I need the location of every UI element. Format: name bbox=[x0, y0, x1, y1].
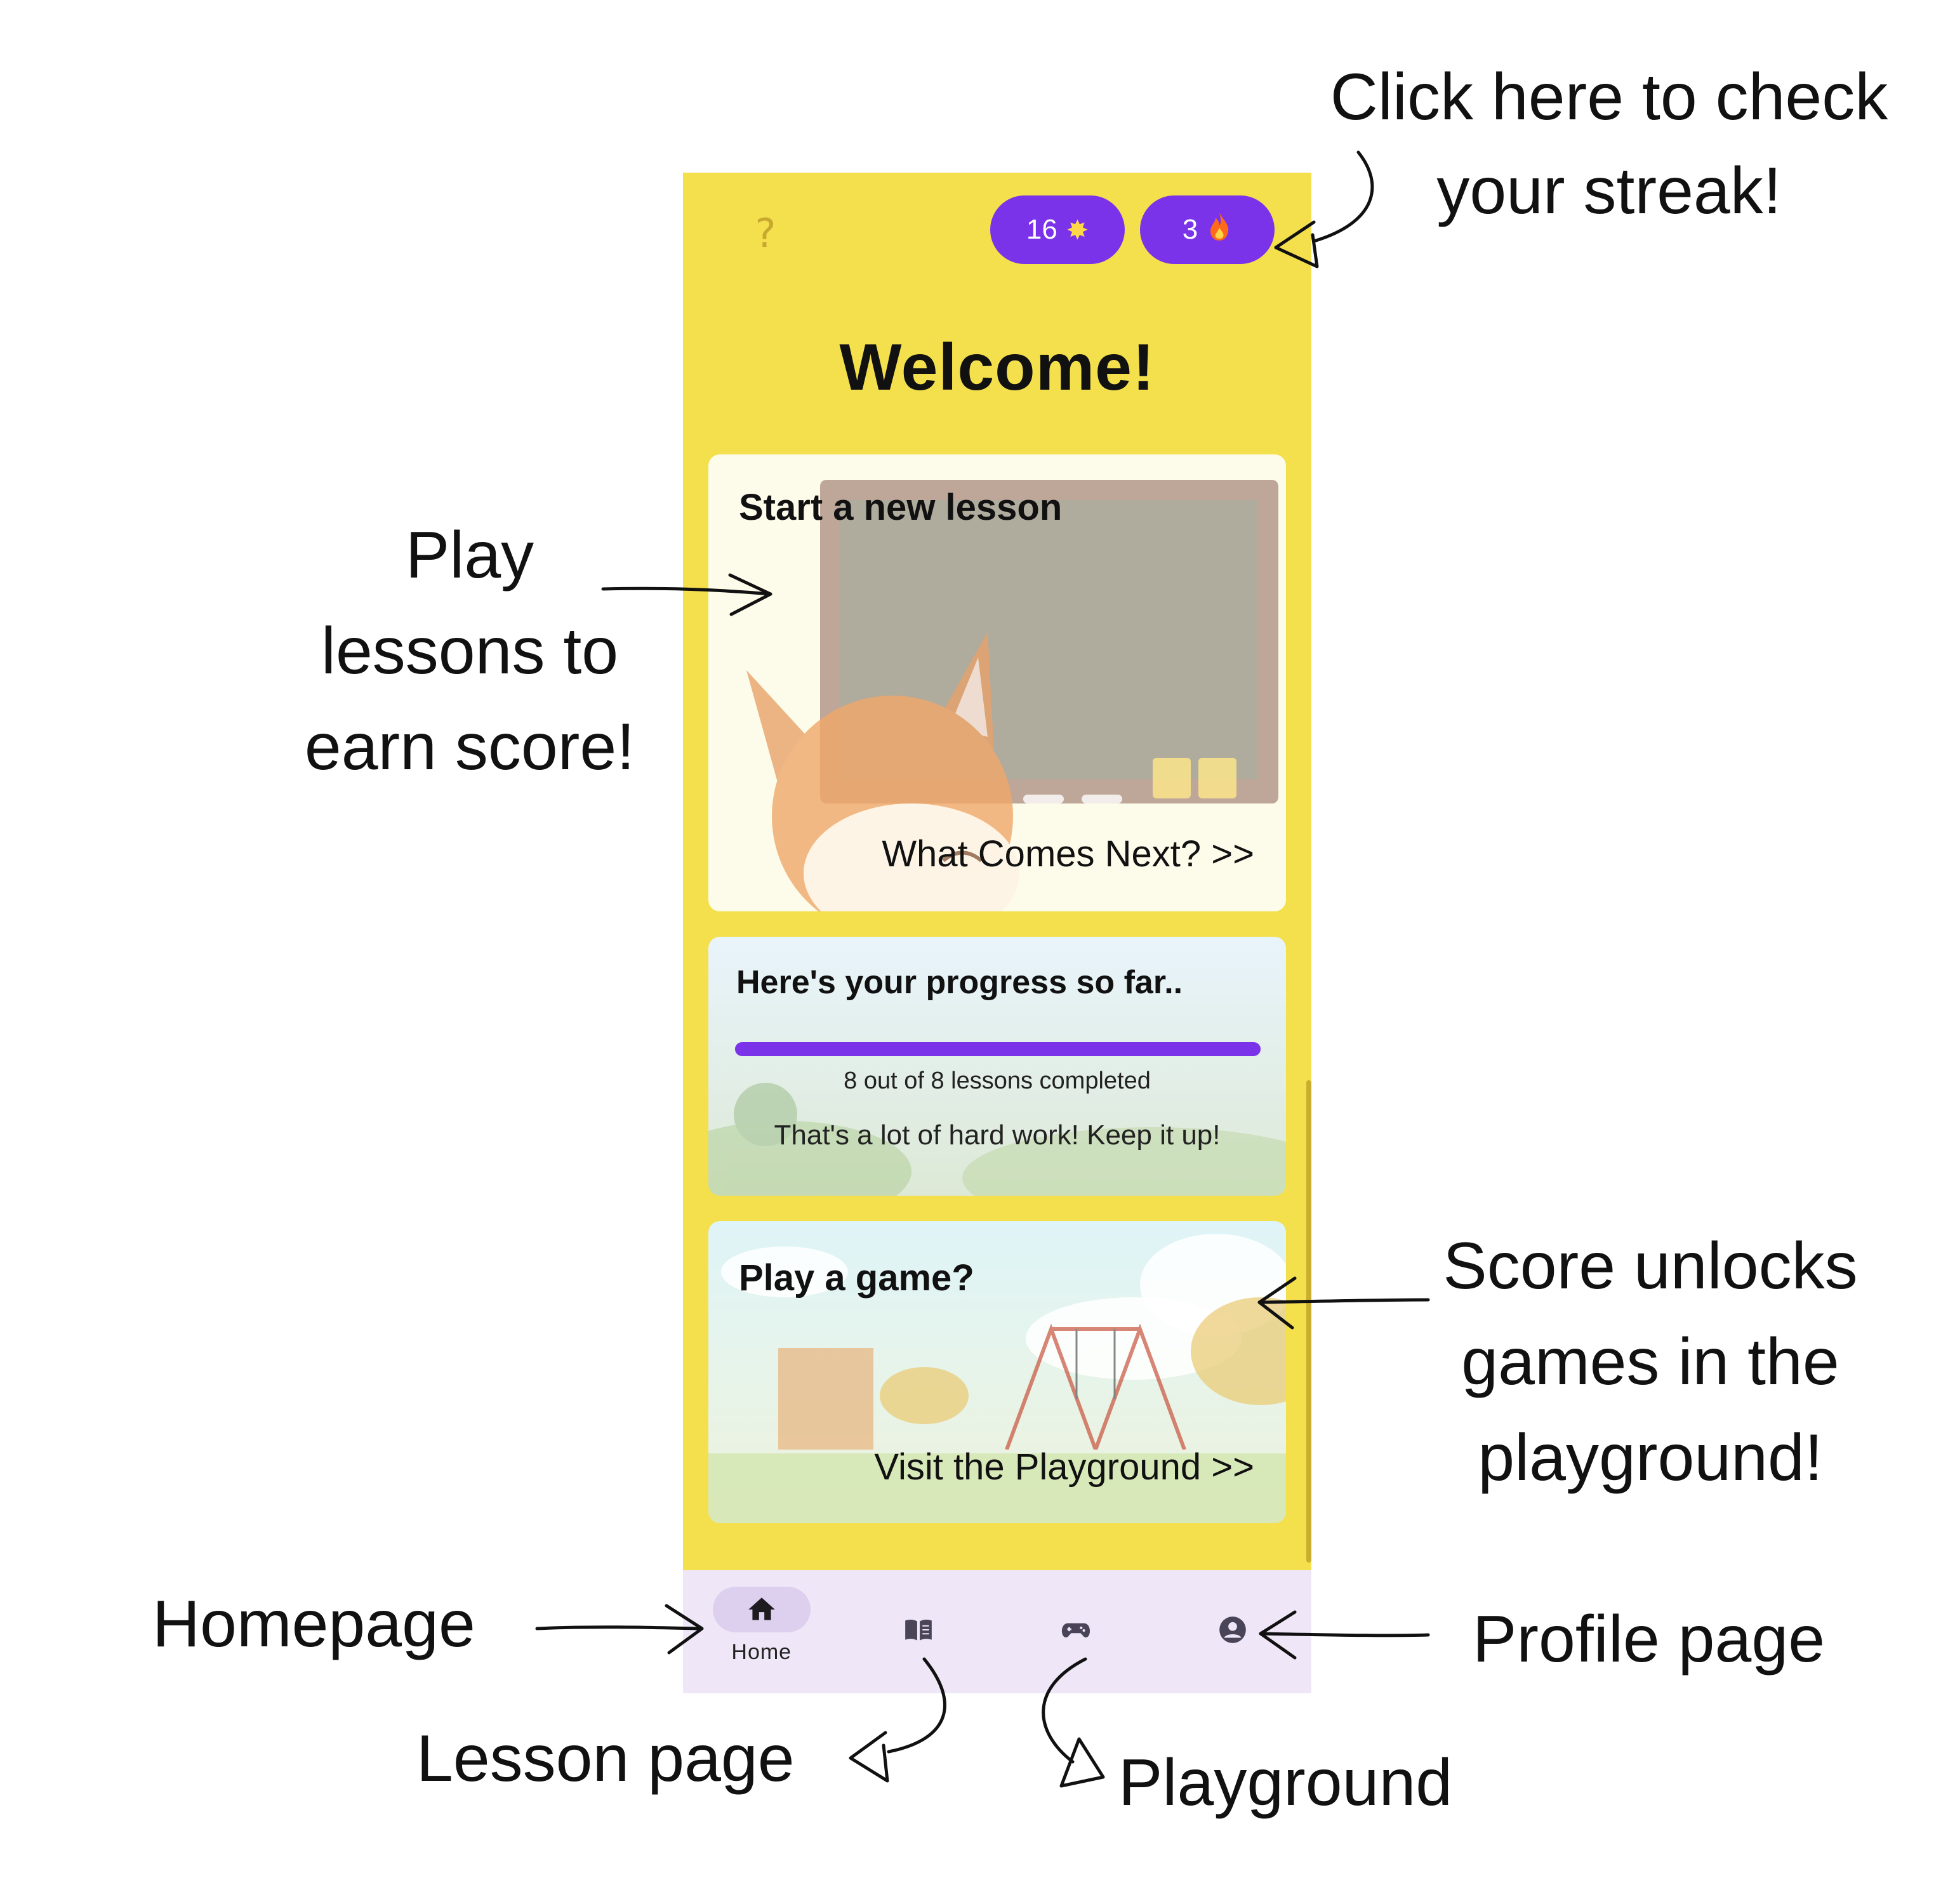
progress-bar bbox=[735, 1042, 1261, 1056]
page-title: Welcome! bbox=[839, 331, 1155, 404]
tree bbox=[880, 1367, 969, 1424]
fox-illustration bbox=[746, 632, 1019, 911]
progress-message: That's a lot of hard work! Keep it up! bbox=[774, 1120, 1221, 1151]
arrowhead-lesson-page bbox=[849, 1731, 889, 1783]
progress-bar-fill bbox=[735, 1042, 1261, 1056]
book-icon bbox=[905, 1619, 932, 1641]
annotation-score-line: playground! bbox=[1478, 1420, 1823, 1495]
annotation-score: Score unlocks games in the playground! bbox=[1403, 1219, 1898, 1505]
bottom-navigation: Home bbox=[683, 1570, 1311, 1693]
game-card-link[interactable]: Visit the Playground >> bbox=[874, 1446, 1254, 1488]
cloud bbox=[721, 1246, 848, 1297]
star-icon: ✸ bbox=[1066, 214, 1089, 246]
progress-count: 8 out of 8 lessons completed bbox=[844, 1068, 1151, 1094]
annotation-profile-page: Profile page bbox=[1473, 1603, 1826, 1676]
progress-card: Here's your progress so far.. 8 out of 8… bbox=[708, 937, 1286, 1196]
annotation-score-line: Score unlocks bbox=[1443, 1229, 1858, 1303]
annotation-homepage: Homepage bbox=[152, 1587, 475, 1661]
lesson-card-title: Start a new lesson bbox=[739, 487, 1063, 528]
annotation-lessons-line: lessons to bbox=[321, 614, 619, 688]
score-value: 16 bbox=[1026, 214, 1057, 245]
annotation-streak-line: Click here to check bbox=[1330, 60, 1888, 134]
nav-home[interactable]: Home bbox=[683, 1570, 840, 1693]
nav-profile-indicator bbox=[1184, 1607, 1282, 1653]
scrollbar[interactable] bbox=[1306, 1080, 1311, 1563]
new-lesson-card[interactable]: Start a new lesson What Comes Next? >> bbox=[708, 454, 1286, 911]
nav-home-indicator bbox=[712, 1587, 811, 1632]
play-game-card[interactable]: Play a game? Visit the Playground >> bbox=[708, 1221, 1286, 1523]
lesson-card-link[interactable]: What Comes Next? >> bbox=[882, 833, 1254, 875]
nav-lessons[interactable] bbox=[840, 1570, 998, 1693]
chalk-piece bbox=[1082, 795, 1122, 803]
nav-lessons-indicator bbox=[870, 1607, 967, 1653]
arrowhead-playground bbox=[1059, 1737, 1105, 1788]
streak-value: 3 bbox=[1182, 214, 1198, 245]
arrow-homepage bbox=[535, 1625, 701, 1630]
annotation-lessons-line: earn score! bbox=[304, 710, 635, 784]
annotation-lessons: Play lessons to earn score! bbox=[267, 508, 673, 795]
score-button[interactable]: 16 ✸ bbox=[990, 195, 1125, 264]
profile-icon bbox=[1219, 1616, 1247, 1643]
annotation-streak-line: your streak! bbox=[1436, 154, 1782, 228]
annotation-lesson-page: Lesson page bbox=[416, 1722, 795, 1795]
fire-icon bbox=[1207, 211, 1232, 248]
gamepad-icon bbox=[1061, 1623, 1090, 1637]
ground bbox=[708, 1453, 1286, 1523]
annotation-playground: Playground bbox=[1118, 1746, 1453, 1820]
swing-set-illustration bbox=[1005, 1323, 1186, 1450]
nav-profile[interactable] bbox=[1155, 1570, 1312, 1693]
eraser bbox=[1153, 758, 1191, 798]
annotation-lessons-line: Play bbox=[405, 519, 534, 592]
nav-playground-indicator bbox=[1027, 1607, 1125, 1653]
game-card-title: Play a game? bbox=[739, 1257, 974, 1299]
landscape-illustration bbox=[708, 1083, 1286, 1196]
annotation-streak: Click here to check your streak! bbox=[1289, 51, 1930, 238]
streak-button[interactable]: 3 bbox=[1140, 195, 1275, 264]
app-screen: ? 16 ✸ 3 Welcome! Start a new lesson Wha… bbox=[683, 173, 1311, 1693]
playhouse-illustration bbox=[778, 1348, 873, 1450]
chalk-piece bbox=[1023, 795, 1064, 803]
nav-home-label: Home bbox=[731, 1640, 792, 1664]
home-icon bbox=[748, 1597, 775, 1620]
nav-playground[interactable] bbox=[997, 1570, 1155, 1693]
help-icon[interactable]: ? bbox=[755, 210, 776, 256]
annotation-score-line: games in the bbox=[1461, 1325, 1839, 1399]
progress-title: Here's your progress so far.. bbox=[736, 964, 1183, 1001]
eraser bbox=[1198, 758, 1236, 798]
